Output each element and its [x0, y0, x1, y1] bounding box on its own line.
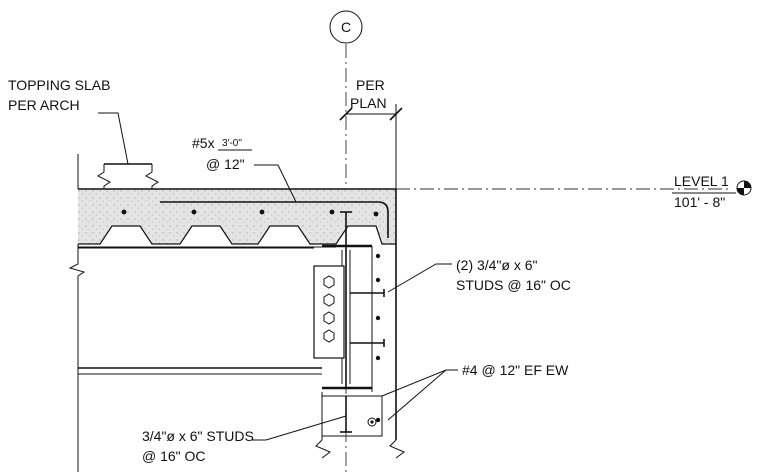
note-per: PER [356, 77, 385, 93]
break-line-left [68, 244, 86, 472]
stud-anchors-web [350, 289, 385, 347]
bar-callout-length: 3'-0" [222, 138, 242, 149]
level-elevation: 101' - 8" [674, 194, 725, 210]
slab-rebar [121, 209, 379, 217]
note-topping-slab-line1: TOPPING SLAB [8, 77, 110, 93]
leader-bar-callout [254, 164, 297, 203]
topping-slab-break [97, 163, 159, 189]
leader-studs-top [387, 263, 452, 293]
note-studs-bottom-line1: 3/4"ø x 6" STUDS [142, 428, 254, 444]
level-marker-icon [736, 180, 752, 196]
bolt-icon [323, 275, 335, 343]
top-bar-hook [160, 201, 389, 238]
leader-topping-slab [98, 112, 129, 165]
note-studs-top-line1: (2) 3/4"ø x 6" [456, 257, 538, 273]
per-plan-dimension [339, 104, 403, 189]
metal-deck [78, 225, 396, 245]
note-studs-bottom-line2: @ 16" OC [142, 448, 206, 464]
wall-rebar [375, 253, 381, 423]
level-name: LEVEL 1 [674, 173, 729, 189]
note-rebar: #4 @ 12" EF EW [462, 362, 569, 378]
leader-rebar-2 [387, 369, 447, 421]
note-plan: PLAN [350, 95, 387, 111]
lower-embed [321, 395, 383, 437]
grid-label: C [341, 19, 351, 35]
note-studs-top-line2: STUDS @ 16" OC [456, 277, 571, 293]
note-topping-slab-line2: PER ARCH [8, 97, 80, 113]
bar-callout-prefix: #5x [192, 135, 215, 151]
leader-studs-bottom [252, 415, 347, 441]
grid-bubble: C [329, 10, 363, 44]
break-line-bottom [315, 439, 331, 459]
bar-callout-spacing: @ 12" [206, 156, 245, 172]
